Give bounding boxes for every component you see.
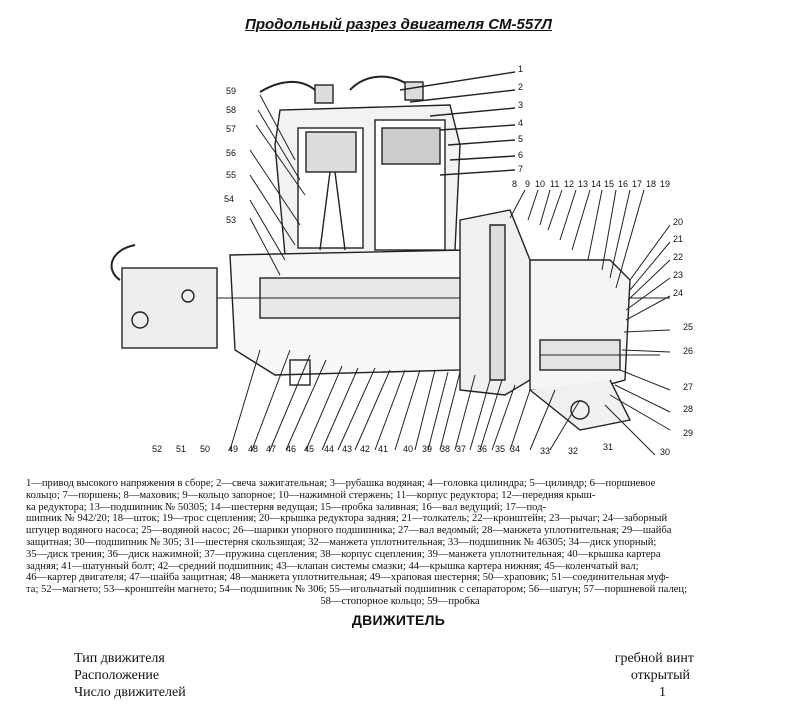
callout-54: 54 (224, 194, 234, 204)
callout-31: 31 (603, 442, 613, 452)
callout-40: 40 (403, 444, 413, 454)
callout-44: 44 (324, 444, 334, 454)
callout-11: 11 (550, 179, 559, 189)
callout-45: 45 (304, 444, 314, 454)
callout-6: 6 (518, 150, 523, 160)
callout-30: 30 (660, 447, 670, 457)
callout-50: 50 (200, 444, 210, 454)
callout-21: 21 (673, 234, 683, 244)
callout-47: 47 (266, 444, 276, 454)
callout-15: 15 (604, 179, 614, 189)
spec-value: гребной винт (614, 651, 694, 666)
callout-9: 9 (525, 179, 530, 189)
callout-10: 10 (535, 179, 545, 189)
callout-48: 48 (248, 444, 258, 454)
parts-legend: 1—привод высокого напряжения в сборе; 2—… (26, 478, 774, 608)
legend-line: штуцер водяного насоса; 25—водяной насос… (26, 525, 672, 537)
callout-3: 3 (518, 100, 523, 110)
legend-line: кольцо; 7—поршень; 8—маховик; 9—кольцо з… (26, 489, 596, 501)
callout-26: 26 (683, 346, 693, 356)
callout-33: 33 (540, 446, 550, 456)
callout-4: 4 (518, 118, 523, 128)
callout-5: 5 (518, 134, 523, 144)
legend-line: та; 52—магнето; 53—кронштейн магнето; 54… (26, 584, 688, 596)
callout-49: 49 (228, 444, 238, 454)
callout-35: 35 (495, 444, 505, 454)
callout-7: 7 (518, 164, 523, 174)
spec-value: 1 (659, 685, 666, 700)
legend-line: 35—диск трения; 36—диск нажимной; 37—пру… (26, 548, 661, 560)
callout-59: 59 (226, 86, 236, 96)
engine-section-drawing: 1 2 3 4 5 6 7 8 9 10 11 12 13 14 15 16 1… (110, 64, 693, 457)
callout-12: 12 (564, 179, 574, 189)
callout-25: 25 (683, 322, 693, 332)
callout-8: 8 (512, 179, 517, 189)
legend-line: шипник № 942/20; 18—шток; 19—трос сцепле… (26, 513, 668, 525)
callout-1: 1 (518, 64, 523, 74)
callout-37: 37 (456, 444, 466, 454)
legend-line: 46—картер двигателя; 47—шайба защитная; … (26, 572, 670, 584)
callout-29: 29 (683, 428, 693, 438)
legend-line: 58—стопорное кольцо; 59—пробка (320, 595, 480, 607)
section-heading: ДВИЖИТЕЛЬ (351, 612, 446, 628)
callout-58: 58 (226, 105, 236, 115)
callout-18: 18 (646, 179, 656, 189)
spec-label: Расположение (74, 668, 160, 683)
callout-53: 53 (226, 215, 236, 225)
callout-41: 41 (378, 444, 388, 454)
callout-32: 32 (568, 446, 578, 456)
callout-23: 23 (673, 270, 683, 280)
callout-16: 16 (618, 179, 628, 189)
callout-2: 2 (518, 82, 523, 92)
legend-line: 1—привод высокого напряжения в сборе; 2—… (26, 478, 656, 489)
legend-line: защитная; 30—подшипник № 305; 31—шестерн… (26, 536, 657, 548)
callout-51: 51 (176, 444, 186, 454)
callout-52: 52 (152, 444, 162, 454)
callout-38: 38 (440, 444, 450, 454)
callout-55: 55 (226, 170, 236, 180)
callout-13: 13 (578, 179, 588, 189)
spec-label: Число движителей (74, 685, 186, 700)
callout-56: 56 (226, 148, 236, 158)
callout-43: 43 (342, 444, 352, 454)
callout-28: 28 (683, 404, 693, 414)
callout-20: 20 (673, 217, 683, 227)
callout-36: 36 (477, 444, 487, 454)
callout-14: 14 (591, 179, 601, 189)
page-title: Продольный разрез двигателя СМ-557Л (245, 16, 552, 33)
legend-line: ка редуктора; 13—подшипник № 50305; 14—ш… (26, 501, 547, 513)
legend-line: задняя; 41—шатунный болт; 42—средний под… (26, 560, 639, 572)
callout-42: 42 (360, 444, 370, 454)
spec-label: Тип движителя (74, 651, 165, 666)
callout-39: 39 (422, 444, 432, 454)
callout-19: 19 (660, 179, 670, 189)
callout-24: 24 (673, 288, 683, 298)
callout-46: 46 (286, 444, 296, 454)
spec-value: открытый (630, 668, 690, 683)
callout-27: 27 (683, 382, 693, 392)
callout-34: 34 (510, 444, 520, 454)
callout-22: 22 (673, 252, 683, 262)
callout-17: 17 (632, 179, 642, 189)
callout-57: 57 (226, 124, 236, 134)
